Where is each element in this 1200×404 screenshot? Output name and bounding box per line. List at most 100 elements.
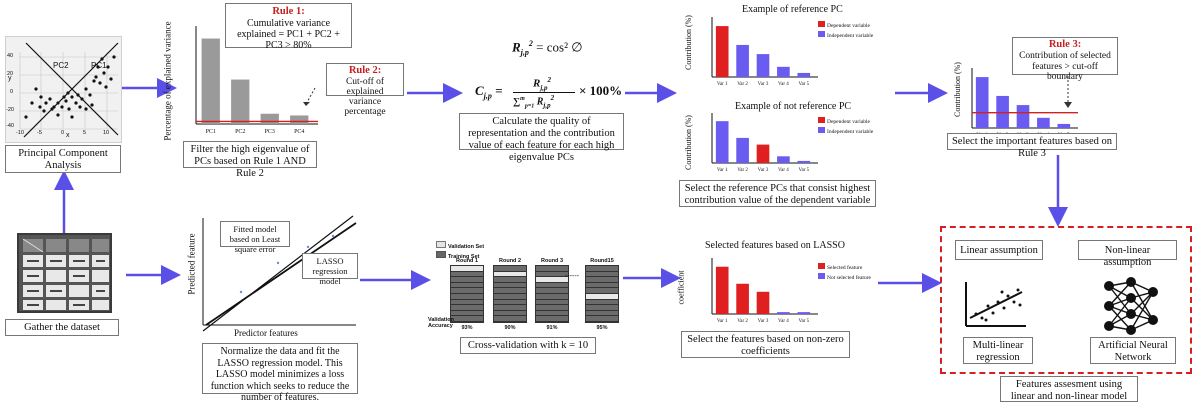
- training-fold: [586, 266, 618, 272]
- pca-point: [48, 97, 52, 101]
- scree-caption: Filter the high eigenvalue of PCs based …: [183, 141, 317, 179]
- eq1-lhs: R: [512, 39, 521, 55]
- eq2-den: ∑: [513, 96, 521, 108]
- bar-var-2: [736, 137, 749, 163]
- fitted-model-label: Fitted model based on Least square error: [220, 221, 290, 254]
- legend-dep-label: Dependent variable: [827, 23, 870, 29]
- training-fold: [494, 305, 526, 311]
- eq1-sub: j,p: [520, 47, 529, 57]
- rule2-box: Rule 2: Cut-off of explained variance pe…: [326, 63, 404, 117]
- tick-label: Var 5: [798, 319, 809, 324]
- bar-var-1: [715, 26, 729, 77]
- training-fold: [586, 310, 618, 317]
- pca-point: [98, 81, 102, 85]
- dataset-caption: Gather the dataset: [5, 319, 119, 336]
- pca-y-axis-label: y: [8, 75, 12, 82]
- bar-var-1: [715, 266, 729, 314]
- table-grid-icon: [22, 238, 109, 310]
- linear-assumption-label: Linear assumption: [955, 240, 1043, 260]
- training-fold: [451, 277, 483, 283]
- pca-point: [70, 115, 74, 119]
- bar-var-3: [756, 144, 770, 163]
- training-fold: [536, 299, 568, 306]
- pca-ytick: 0: [10, 89, 14, 95]
- rule2-text: Cut-off of explained variance percentage: [344, 77, 386, 117]
- validation-fold: [451, 266, 483, 272]
- training-fold: [494, 299, 526, 306]
- rule3-pointer: [1064, 76, 1072, 108]
- cv-round-name: Round 1: [456, 258, 478, 264]
- pca-point: [94, 75, 98, 79]
- lasso-sel-title: Selected features based on LASSO: [705, 240, 845, 251]
- cv-legend-train-swatch: [436, 251, 446, 258]
- cv-legend-val: Validation Set: [448, 244, 485, 250]
- pca-caption: Principal Component Analysis: [5, 145, 121, 173]
- lasso-model-label: LASSO regression model: [302, 253, 358, 286]
- cv-fold-stack: [535, 265, 569, 323]
- bar-pc3: [260, 113, 279, 124]
- validation-fold: [494, 271, 526, 278]
- tick-label: Var 4: [778, 319, 789, 324]
- pca-point: [64, 99, 68, 103]
- training-fold: [586, 316, 618, 322]
- training-fold: [586, 277, 618, 283]
- rule2-title: Rule 2:: [348, 65, 382, 76]
- bar-var-1: [715, 121, 729, 163]
- training-fold: [536, 316, 568, 322]
- lasso-ylabel: Predicted feature: [186, 233, 197, 295]
- bar-var-4: [777, 312, 790, 314]
- eq2-sum-sup: m: [520, 96, 525, 102]
- pca-point: [92, 79, 96, 83]
- pca-point: [106, 65, 110, 69]
- lasso-caption: Normalize the data and fit the LASSO reg…: [202, 343, 358, 403]
- cv-round: Round 1 93%: [450, 258, 484, 331]
- rule1-title: Rule 1:: [272, 6, 305, 17]
- cv-ellipsis: ------: [565, 273, 579, 280]
- tick-label: Var 3: [758, 82, 769, 87]
- training-fold: [536, 266, 568, 272]
- lasso-sel-ylabel: coefficient: [676, 270, 686, 305]
- bar-var-1: [975, 77, 989, 128]
- legend-not-selected-label: Not selected feature: [827, 275, 871, 281]
- pca-point: [80, 97, 84, 101]
- eq2-den-rest: R: [536, 96, 544, 108]
- bar-pc2: [231, 79, 250, 124]
- neural-network-icon: [1104, 277, 1158, 335]
- training-fold: [536, 310, 568, 317]
- training-fold: [494, 310, 526, 317]
- pca-point: [84, 87, 88, 91]
- bar-var-3: [1016, 105, 1030, 128]
- training-fold: [494, 316, 526, 322]
- pca-point: [34, 87, 38, 91]
- pca-xtick: 5: [83, 130, 87, 136]
- cv-fold-stack: [493, 265, 527, 323]
- pca-xtick: 10: [103, 130, 110, 136]
- training-fold: [586, 305, 618, 311]
- bar-var-4: [777, 156, 790, 163]
- cv-round-accuracy: 95%: [596, 324, 608, 331]
- scree-ylabel: Percentage of explained variance: [162, 21, 173, 141]
- legend-indep-label: Independent variable: [827, 33, 874, 39]
- tick-label: Var 5: [798, 82, 809, 87]
- training-fold: [494, 288, 526, 294]
- pca-xtick: 0: [61, 130, 65, 136]
- bar-var-5: [797, 312, 811, 314]
- bar-var-2: [736, 44, 749, 77]
- eq2-num: R: [533, 77, 541, 90]
- training-fold: [494, 293, 526, 300]
- cv-legend-train: Training Set: [448, 254, 480, 260]
- bar-var-5: [797, 160, 811, 163]
- pca-point: [78, 105, 82, 109]
- training-fold: [451, 271, 483, 278]
- rule3-text: Contribution of selected features > cut-…: [1019, 51, 1111, 82]
- bar-var-2: [996, 95, 1009, 128]
- lasso-sel-legend: Selected feature Not selected feature: [818, 263, 871, 283]
- tick-label: Var 1: [717, 319, 728, 324]
- legend-selected-label: Selected feature: [827, 265, 863, 271]
- cv-round-accuracy: 93%: [461, 324, 473, 331]
- pca-scatter: [19, 42, 119, 138]
- rule3-box: Rule 3: Contribution of selected feature…: [1012, 37, 1118, 82]
